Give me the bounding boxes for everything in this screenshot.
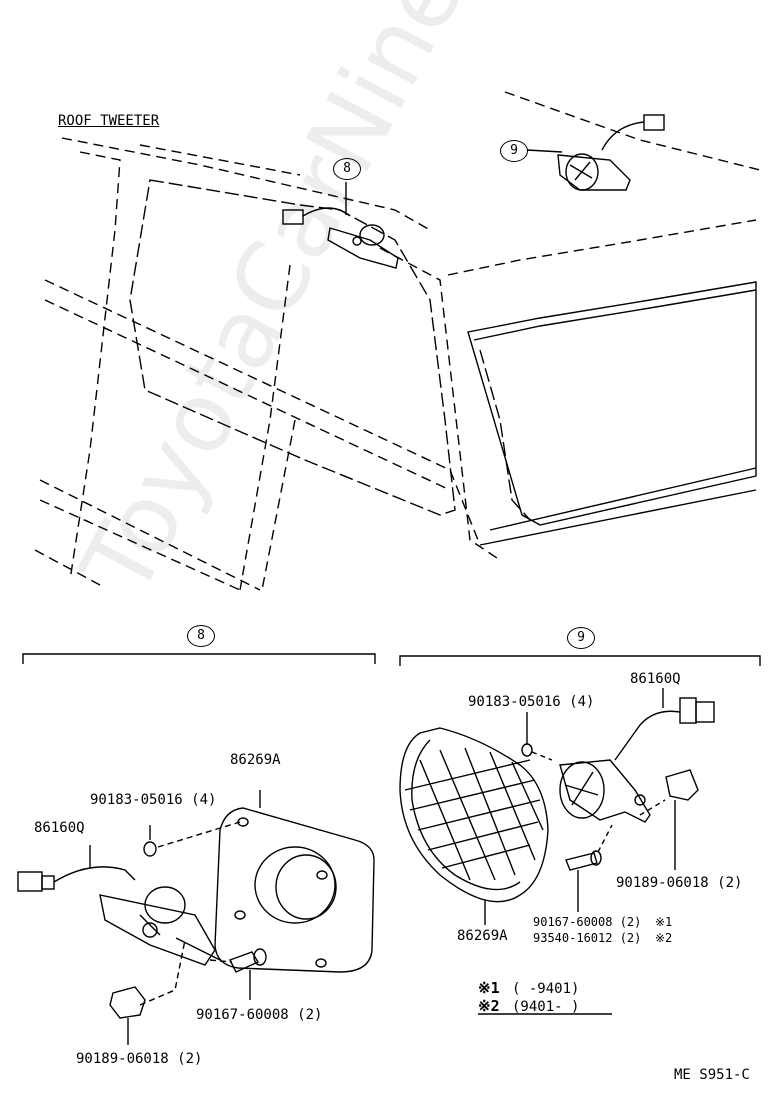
diagram-code: ME S951-C — [674, 1067, 750, 1083]
legend-range-2: (9401- ) — [512, 999, 580, 1015]
upper-tweeter-9 — [526, 114, 665, 191]
callout-9-section: 9 — [567, 627, 595, 649]
callout-8-upper: 8 — [333, 158, 361, 180]
diagram-title: ROOF TWEETER — [58, 113, 160, 129]
window-outline — [129, 179, 757, 546]
label-left-connector-cap: 90189-06018 (2) — [76, 1051, 203, 1067]
legend-range-1: ( -9401) — [512, 981, 580, 997]
callout-9-upper: 9 — [500, 140, 528, 162]
label-right-connector-cap: 90189-06018 (2) — [616, 875, 743, 891]
left-assembly — [17, 790, 375, 1045]
legend-mark-2: ※2 — [478, 997, 500, 1015]
label-left-bracket: 86269A — [230, 752, 281, 768]
right-assembly — [399, 688, 715, 925]
callout-8-section: 8 — [187, 625, 215, 647]
label-right-screw-b-mark: ※2 — [655, 931, 673, 945]
label-left-screw: 90167-60008 (2) — [196, 1007, 323, 1023]
upper-tweeter-8 — [282, 182, 399, 269]
label-left-clip: 90183-05016 (4) — [90, 792, 217, 808]
label-right-screw-a: 90167-60008 (2) — [533, 915, 642, 929]
vehicle-outline — [34, 91, 761, 591]
label-left-speaker: 86160Q — [34, 820, 85, 836]
label-right-screw-b: 93540-16012 (2) — [533, 931, 642, 945]
label-right-cover: 86269A — [457, 928, 508, 944]
section-brackets — [22, 653, 761, 666]
label-right-clip: 90183-05016 (4) — [468, 694, 595, 710]
label-right-speaker: 86160Q — [630, 671, 681, 687]
label-right-screw-a-mark: ※1 — [655, 915, 673, 929]
legend-mark-1: ※1 — [478, 979, 500, 997]
